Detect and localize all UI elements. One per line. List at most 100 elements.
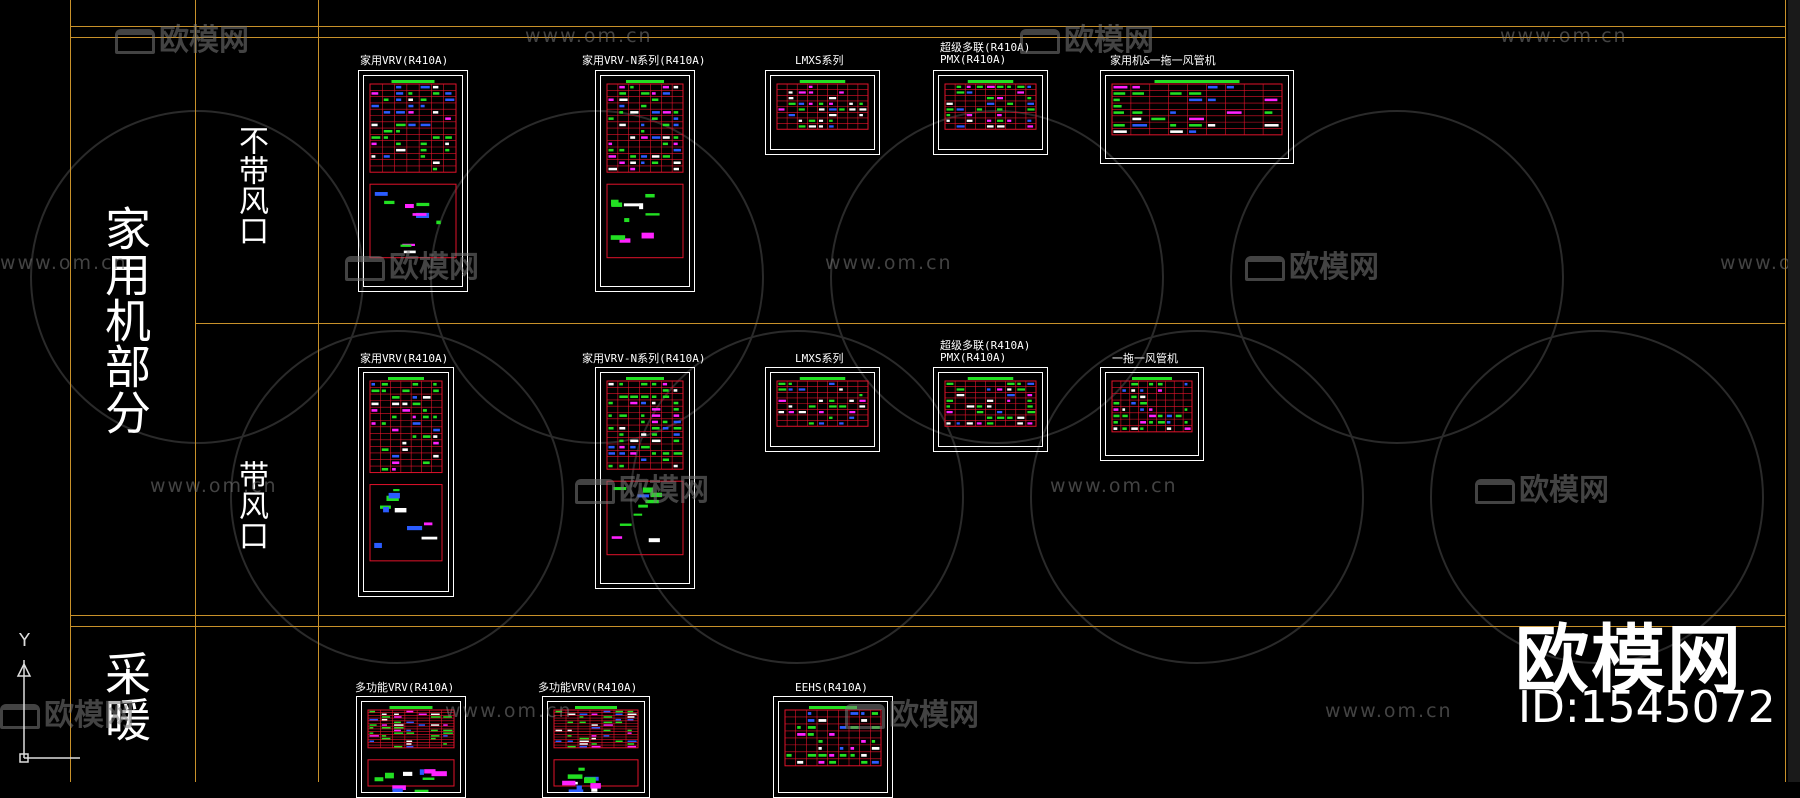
detail-mark: [645, 213, 660, 216]
drawing-sheet[interactable]: [765, 367, 880, 452]
detail-frame: [369, 484, 443, 562]
table-cell-mark: [1157, 382, 1163, 386]
table-cell-mark: [418, 724, 426, 726]
table-cell-mark: [579, 740, 589, 743]
sofa-logo-icon: [1020, 29, 1060, 54]
drawing-sheet[interactable]: [1100, 70, 1294, 164]
table-cell-mark: [412, 422, 421, 425]
table-cell-mark: [392, 454, 400, 458]
table-cell-mark: [778, 410, 785, 414]
drawing-sheet[interactable]: [933, 70, 1048, 155]
detail-mark: [383, 506, 389, 513]
table-cell-mark: [433, 382, 437, 386]
grid-line: [195, 0, 196, 782]
table-cell-mark: [673, 148, 681, 152]
drawing-sheet[interactable]: [595, 70, 695, 292]
table-cell-mark: [997, 410, 1003, 414]
detail-mark: [404, 203, 414, 209]
table-cell-mark: [1122, 389, 1126, 392]
table-cell-mark: [956, 125, 965, 128]
table-cell-mark: [673, 433, 680, 436]
table-cell-mark: [1027, 85, 1032, 88]
table-cell-mark: [381, 727, 391, 729]
table-cell-mark: [673, 414, 680, 417]
drawing-sheet[interactable]: [1100, 367, 1204, 461]
table-cell-mark: [445, 98, 455, 102]
table-cell-mark: [662, 389, 669, 392]
table-cell-mark: [433, 441, 439, 445]
table-cell-mark: [1170, 124, 1177, 127]
table-cell-mark: [394, 716, 402, 718]
table-cell-mark: [1207, 124, 1216, 127]
table-cell-mark: [662, 136, 670, 139]
table-header-bar: [967, 80, 1014, 83]
table-cell-mark: [567, 721, 574, 724]
table-cell-mark: [420, 85, 430, 89]
drawing-thumbnail: [784, 706, 882, 767]
table-cell-mark: [651, 117, 658, 120]
table-cell-mark: [381, 448, 389, 451]
drawing-sheet[interactable]: [358, 70, 468, 292]
table-cell-mark: [443, 729, 453, 732]
drawing-thumbnail: [1111, 377, 1193, 433]
table-cell-mark: [392, 396, 400, 399]
table-cell-mark: [673, 123, 679, 127]
detail-mark: [645, 499, 659, 504]
table-cell-mark: [608, 148, 614, 152]
drawing-title: 家用VRV(R410A): [360, 352, 449, 365]
table-cell-mark: [849, 102, 853, 105]
table-cell-mark: [1189, 124, 1202, 127]
table-cell-mark: [956, 108, 964, 111]
table-cell-mark: [396, 98, 402, 102]
table-header-bar: [391, 80, 435, 83]
drawing-sheet[interactable]: [765, 70, 880, 155]
table-cell-mark: [579, 737, 589, 740]
table-cell-mark: [579, 743, 588, 745]
table-cell-mark: [997, 85, 1004, 88]
brand-watermark-large: 欧模网: [1515, 617, 1743, 703]
table-cell-mark: [1132, 111, 1143, 114]
drawing-sheet[interactable]: [933, 367, 1048, 452]
drawing-sheet[interactable]: [773, 696, 893, 798]
drawing-sheet[interactable]: [595, 367, 695, 589]
table-cell-mark: [1131, 382, 1139, 386]
table-cell-mark: [839, 746, 844, 750]
table-cell-mark: [1131, 389, 1136, 392]
table-cell-mark: [829, 97, 837, 100]
vertical-scrollbar[interactable]: [1788, 0, 1800, 782]
table-cell-mark: [966, 85, 971, 88]
table-cell-mark: [406, 743, 412, 745]
table-cell-mark: [673, 389, 678, 392]
table-cell-mark: [1140, 421, 1147, 424]
table-cell-mark: [1184, 421, 1188, 424]
table-cell-mark: [1207, 98, 1216, 102]
table-cell-mark: [641, 123, 645, 127]
table-cell-mark: [859, 394, 863, 397]
table-cell-mark: [369, 735, 379, 737]
table-cell-mark: [443, 735, 448, 737]
table-cell-mark: [420, 142, 427, 146]
drawing-title: EEHS(R410A): [795, 681, 868, 694]
table-cell-mark: [818, 399, 823, 402]
watermark-circle: [630, 330, 964, 664]
drawing-subtitle: PMX(R410A): [940, 351, 1007, 364]
table-cell-mark: [1157, 421, 1165, 424]
table-cell-mark: [1027, 399, 1032, 402]
table-cell-mark: [829, 760, 837, 764]
table-cell-mark: [651, 155, 660, 158]
watermark-brand-text: 欧模网: [889, 698, 979, 733]
table-cell-mark: [1170, 130, 1183, 133]
table-cell-mark: [406, 732, 415, 734]
table-cell-mark: [818, 108, 825, 111]
table-cell-mark: [673, 452, 683, 455]
drawing-sheet[interactable]: [358, 367, 454, 597]
table-cell-mark: [976, 108, 983, 111]
detail-mark: [633, 513, 643, 516]
detail-frame: [606, 183, 684, 259]
grid-line: [195, 323, 1785, 324]
table-cell-mark: [798, 388, 806, 391]
table-cell-mark: [986, 422, 994, 425]
table-cell-mark: [1113, 111, 1124, 114]
grid-line: [70, 626, 1785, 627]
